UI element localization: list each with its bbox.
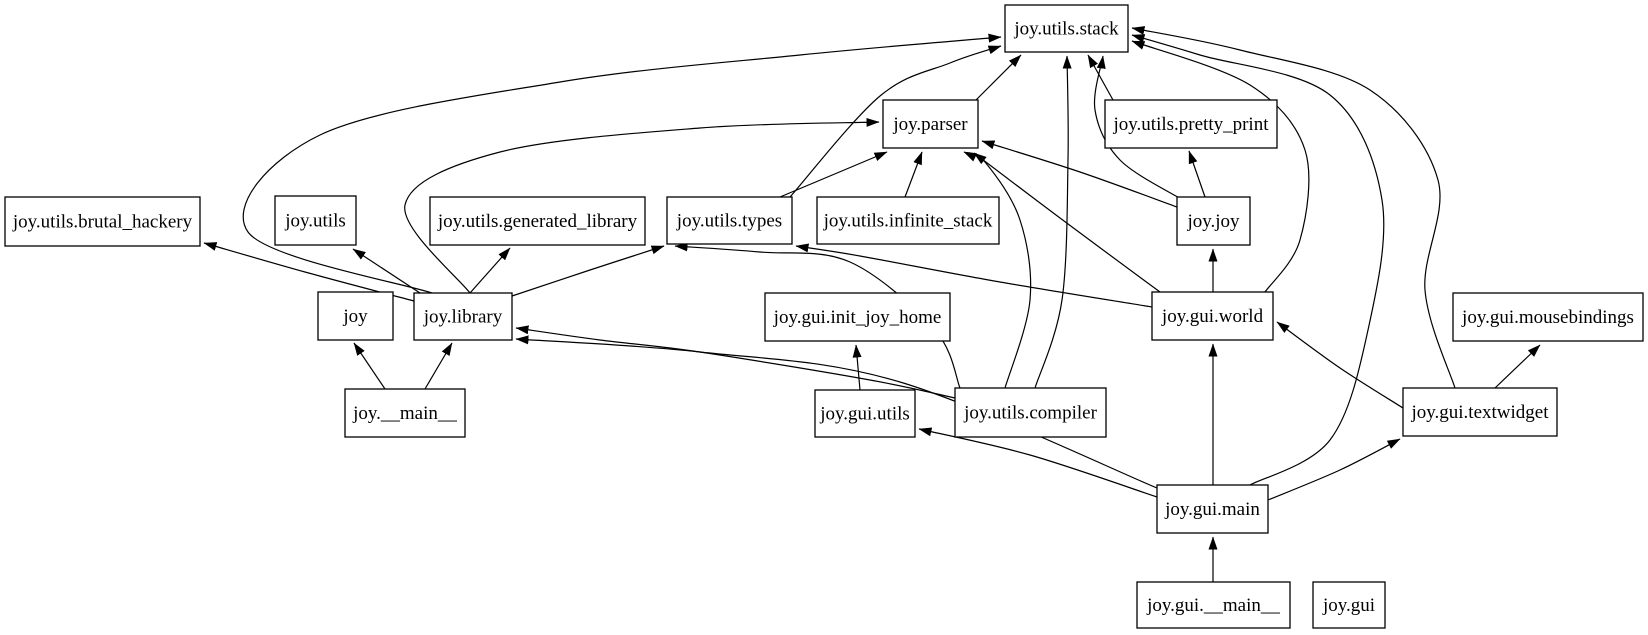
edge-joy-utils-infinite-stack-to-joy-parser — [904, 151, 923, 198]
node-label-joy-gui-textwidget: joy.gui.textwidget — [1410, 402, 1549, 423]
edge-joy-gui-world-to-joy-parser — [973, 152, 1161, 293]
edge-joy-gui-textwidget-to-joy-gui-world — [1276, 321, 1404, 409]
node-box-joy-gui-init-joy-home — [764, 292, 951, 342]
nodes-layer: joy.utils.stack joy.parser joy.utils.prett… — [4, 4, 1644, 629]
node-label-joy-utils-compiler: joy.utils.compiler — [963, 403, 1097, 424]
edge-joy-parser-to-joy-utils-stack — [975, 54, 1022, 101]
edge-joy-main-to-joy-library — [424, 342, 453, 390]
node-label-joy-library: joy.library — [423, 307, 503, 328]
edge-joy-joy-to-joy-utils-pretty-print — [1188, 150, 1206, 198]
node-box-joy-utils-brutal-hackery — [4, 196, 201, 247]
node-joy-utils: joy.utils — [274, 195, 357, 246]
node-joy-gui-init-joy-home: joy.gui.init_joy_home — [764, 292, 951, 342]
node-joy: joy — [317, 291, 394, 341]
node-joy-gui-textwidget: joy.gui.textwidget — [1402, 387, 1558, 437]
node-box-joy-utils-compiler — [954, 387, 1107, 438]
edge-joy-utils-pretty-print-to-joy-utils-stack — [1087, 54, 1114, 101]
node-box-joy-utils-generated-library — [429, 196, 646, 246]
node-box-joy-utils-pretty-print — [1104, 99, 1278, 149]
node-label-joy-utils-stack: joy.utils.stack — [1013, 19, 1119, 40]
edge-joy-utils-compiler-to-joy-parser — [963, 151, 1032, 389]
node-label-joy-main: joy.__main__ — [352, 403, 457, 424]
node-label-joy-gui-main: joy.gui.main — [1164, 499, 1260, 520]
node-joy-utils-stack: joy.utils.stack — [1004, 4, 1129, 53]
edge-joy-gui-main-to-joy-library — [515, 335, 1158, 489]
edge-joy-gui-main-to-joy-utils-stack — [1131, 34, 1385, 486]
edge-joy-library-to-joy-parser — [404, 117, 880, 294]
node-label-joy-utils-pretty-print: joy.utils.pretty_print — [1113, 114, 1270, 135]
node-label-joy: joy — [342, 306, 368, 327]
node-box-joy-gui-utils — [814, 389, 916, 438]
edge-joy-utils-types-to-joy-utils-stack — [789, 45, 1002, 198]
node-label-joy-utils: joy.utils — [284, 211, 346, 232]
edge-joy-utils-compiler-to-joy-utils-types — [674, 242, 961, 389]
node-box-joy-gui-main — [1156, 484, 1269, 534]
node-label-joy-gui-mousebindings: joy.gui.mousebindings — [1461, 307, 1634, 328]
edge-joy-gui-world-to-joy-utils-types — [795, 243, 1153, 308]
node-box-joy-main — [344, 388, 466, 438]
edge-joy-utils-types-to-joy-parser — [779, 151, 888, 198]
edge-joy-library-to-joy-utils-stack — [242, 33, 1002, 294]
node-label-joy-gui: joy.gui — [1322, 595, 1375, 616]
node-box-joy-utils-stack — [1004, 4, 1129, 53]
node-joy-utils-brutal-hackery: joy.utils.brutal_hackery — [4, 196, 201, 247]
node-joy-gui-world: joy.gui.world — [1151, 291, 1274, 341]
edge-joy-gui-main-to-joy-gui-textwidget — [1267, 438, 1401, 501]
node-joy-utils-pretty-print: joy.utils.pretty_print — [1104, 99, 1278, 149]
node-box-joy-parser — [882, 99, 979, 149]
node-label-joy-parser: joy.parser — [892, 114, 968, 135]
edge-joy-library-to-joy-utils-generated-library — [469, 247, 511, 294]
node-label-joy-gui-world: joy.gui.world — [1161, 306, 1264, 327]
edge-joy-gui-textwidget-to-joy-utils-stack — [1131, 26, 1456, 389]
node-label-joy-gui-init-joy-home: joy.gui.init_joy_home — [773, 307, 942, 328]
node-joy-gui-utils: joy.gui.utils — [814, 389, 916, 438]
edge-joy-joy-to-joy-parser — [981, 140, 1178, 208]
node-label-joy-gui-utils: joy.gui.utils — [819, 404, 910, 425]
node-box-joy-library — [413, 292, 513, 341]
node-joy-utils-compiler: joy.utils.compiler — [954, 387, 1107, 438]
node-box-joy-gui-world — [1151, 291, 1274, 341]
node-joy-gui-main: joy.gui.main — [1156, 484, 1269, 534]
node-label-joy-joy: joy.joy — [1186, 211, 1240, 232]
node-label-joy-utils-infinite-stack: joy.utils.infinite_stack — [823, 211, 993, 232]
node-joy-gui-main: joy.gui.__main__ — [1136, 581, 1291, 629]
node-box-joy-gui-textwidget — [1402, 387, 1558, 437]
edge-joy-gui-world-to-joy-utils-stack — [1131, 40, 1310, 293]
edge-joy-gui-textwidget-to-joy-gui-mousebindings — [1494, 344, 1541, 389]
node-joy-utils-types: joy.utils.types — [666, 196, 793, 245]
node-joy-main: joy.__main__ — [344, 388, 466, 438]
edge-joy-gui-main-to-joy-gui-utils — [918, 427, 1158, 498]
node-joy-joy: joy.joy — [1176, 196, 1251, 246]
node-label-joy-utils-brutal-hackery: joy.utils.brutal_hackery — [12, 212, 193, 233]
node-box-joy-gui-mousebindings — [1452, 292, 1644, 342]
node-joy-gui: joy.gui — [1312, 581, 1386, 629]
node-box-joy-joy — [1176, 196, 1251, 246]
node-joy-library: joy.library — [413, 292, 513, 341]
node-label-joy-gui-main: joy.gui.__main__ — [1146, 595, 1280, 616]
node-label-joy-utils-types: joy.utils.types — [676, 211, 782, 232]
node-label-joy-utils-generated-library: joy.utils.generated_library — [437, 211, 638, 232]
node-joy-utils-generated-library: joy.utils.generated_library — [429, 196, 646, 246]
edges-layer — [203, 26, 1541, 582]
node-box-joy — [317, 291, 394, 341]
node-joy-gui-mousebindings: joy.gui.mousebindings — [1452, 292, 1644, 342]
edge-joy-library-to-joy-utils — [352, 248, 421, 294]
edge-joy-gui-utils-to-joy-gui-init-joy-home — [852, 344, 862, 391]
edge-joy-main-to-joy — [353, 342, 386, 390]
node-box-joy-gui — [1312, 581, 1386, 629]
node-box-joy-utils — [274, 195, 357, 246]
node-box-joy-gui-main — [1136, 581, 1291, 629]
node-box-joy-utils-infinite-stack — [816, 196, 1000, 245]
node-joy-parser: joy.parser — [882, 99, 979, 149]
node-joy-utils-infinite-stack: joy.utils.infinite_stack — [816, 196, 1000, 245]
node-box-joy-utils-types — [666, 196, 793, 245]
edge-joy-library-to-joy-utils-types — [511, 245, 665, 297]
edge-joy-utils-compiler-to-joy-utils-stack — [1034, 55, 1072, 389]
